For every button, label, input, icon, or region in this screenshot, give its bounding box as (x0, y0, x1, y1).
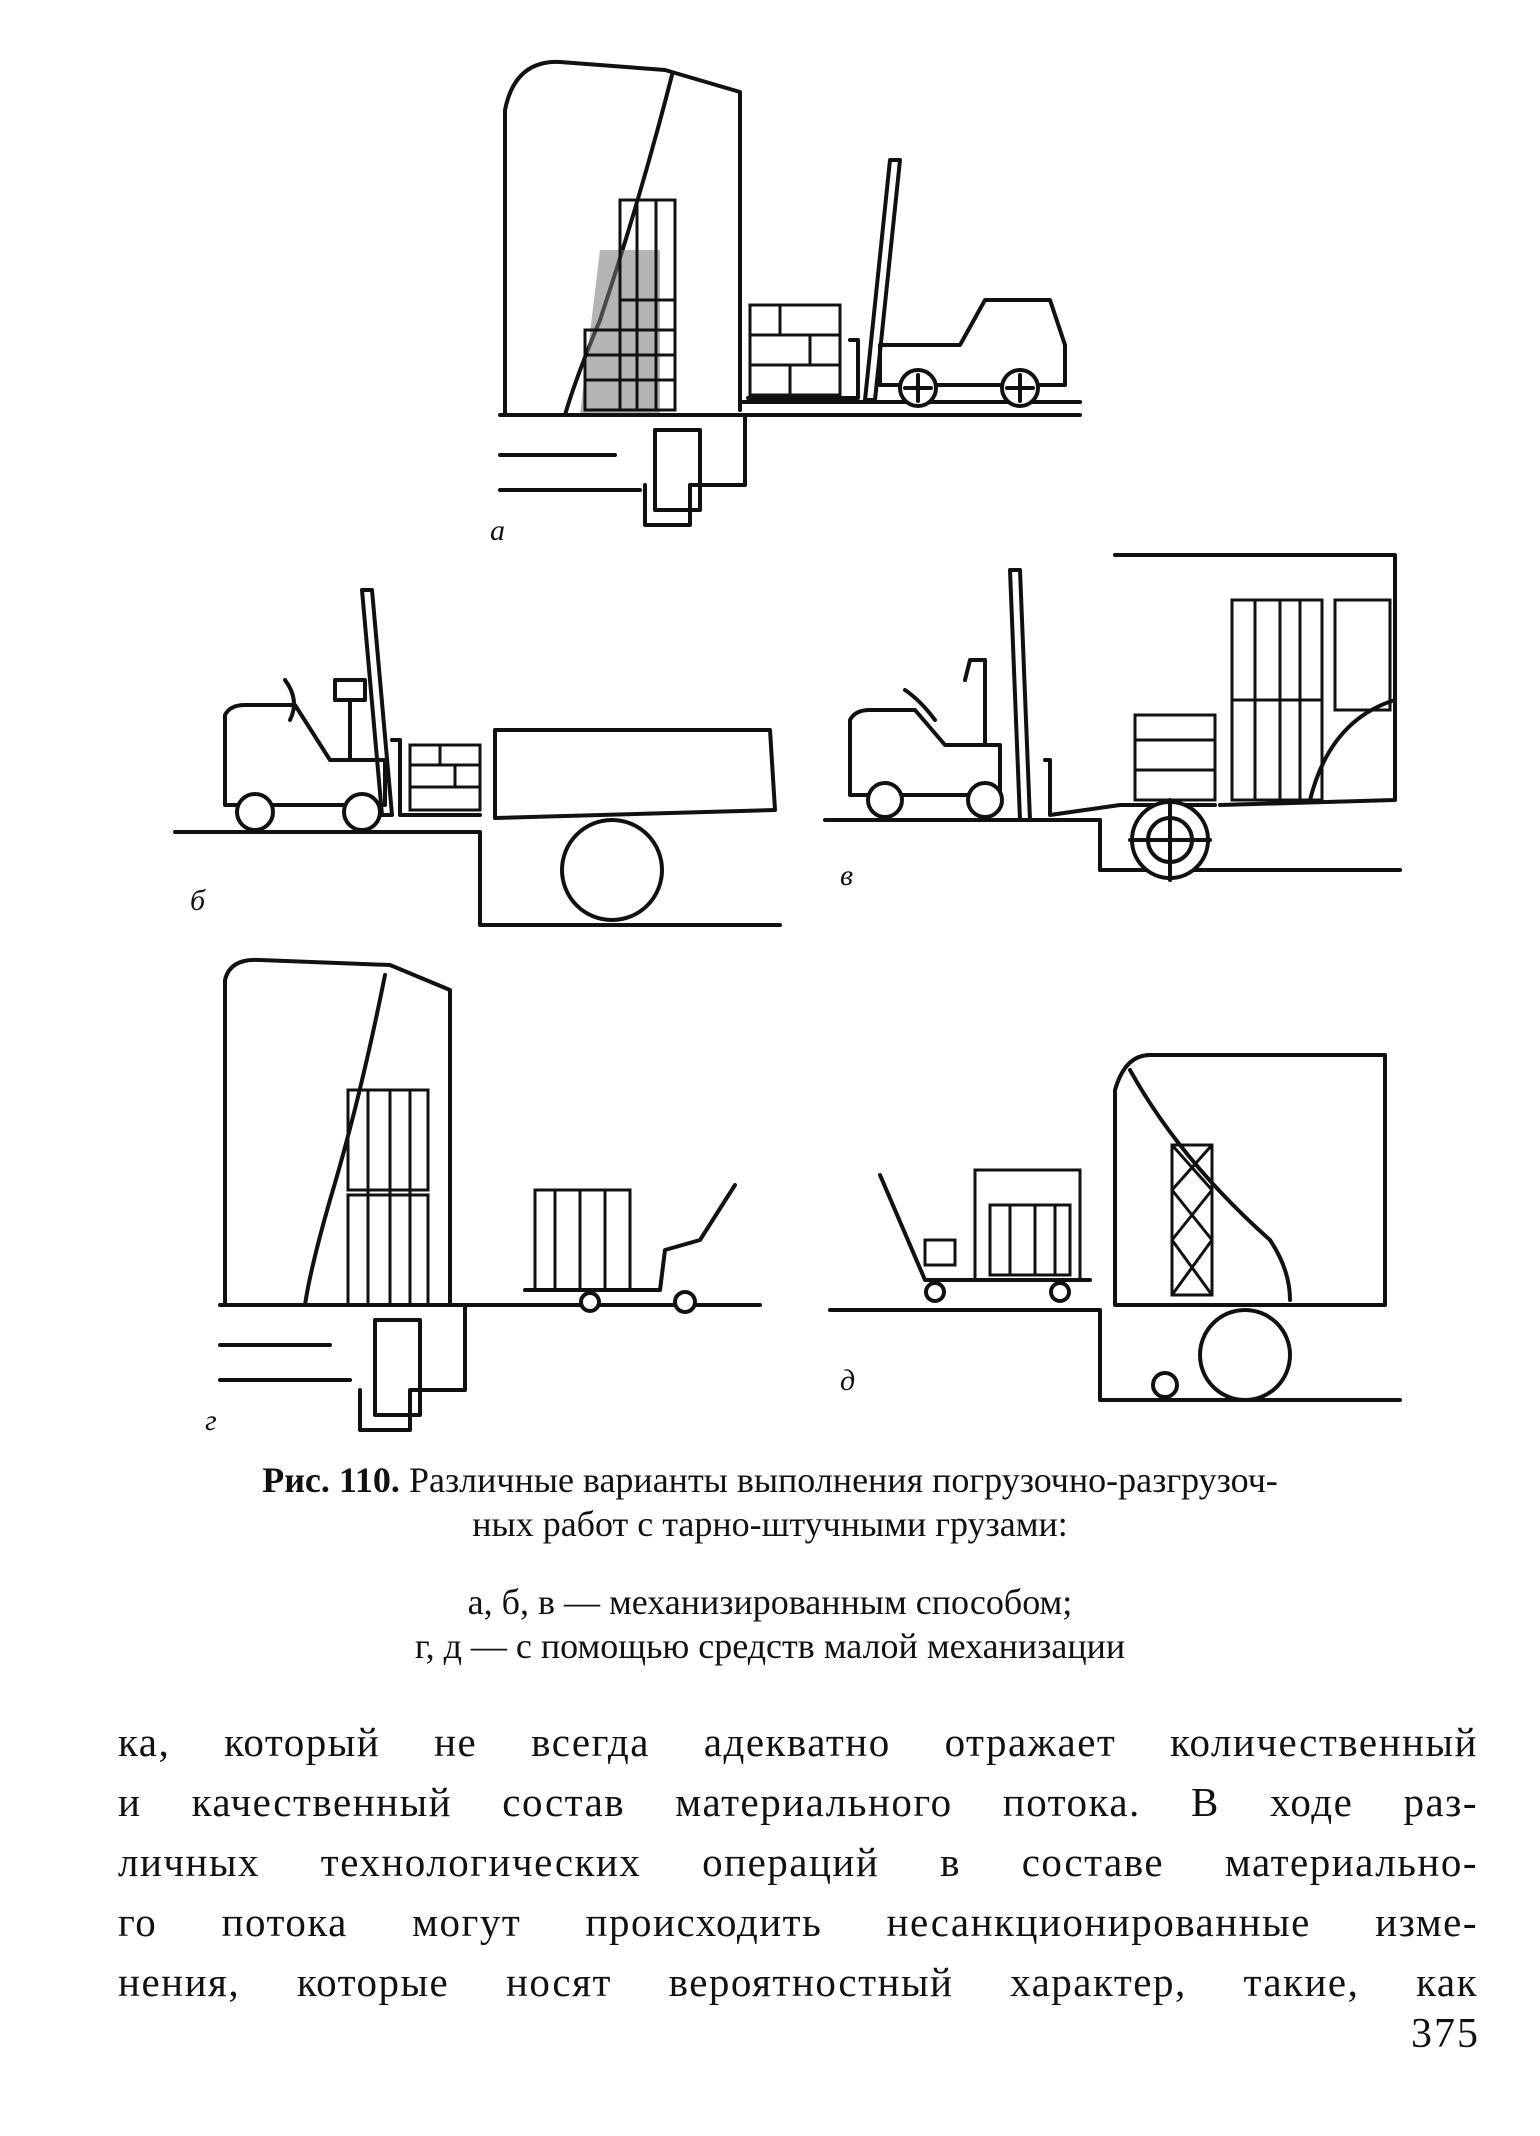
legend-line-1: а, б, в — механизированным способом; (467, 1582, 1073, 1622)
panel-d-label: д (840, 1364, 855, 1397)
legend-line-2: г, д — с помощью средств малой механизац… (414, 1626, 1126, 1666)
body-line-1: ка, который не всегда адекватно отражает… (118, 1719, 1478, 1765)
caption-title-line-2: ных работ с тарно-штучными грузами: (472, 1504, 1068, 1544)
figure-legend: а, б, в — механизированным способом; г, … (140, 1580, 1400, 1668)
figure-110-illustration: а б (173, 59, 1402, 1437)
figure-caption: Рис. 110. Различные варианты выполнения … (140, 1458, 1400, 1546)
body-paragraph: ка, который не всегда адекватно отражает… (118, 1712, 1478, 2012)
panel-v-label: в (840, 859, 853, 892)
panel-g-drawing: г (205, 957, 762, 1437)
panel-b-drawing: б (173, 588, 782, 927)
body-line-3: личных технологических операций в состав… (118, 1839, 1478, 1885)
panel-g-label: г (205, 1404, 217, 1437)
panel-a-drawing: а (490, 59, 1082, 547)
panel-d-drawing: д (828, 1053, 1402, 1402)
body-line-4: го потока могут происходить несанкционир… (118, 1899, 1478, 1945)
caption-title-line-1: Различные варианты выполнения погрузочно… (408, 1460, 1278, 1500)
body-line-5: нения, которые носят вероятностный харак… (118, 1959, 1478, 2005)
caption-number: Рис. 110. (262, 1460, 400, 1500)
panel-b-label: б (190, 884, 206, 917)
panel-a-label: а (490, 514, 505, 547)
page-number: 375 (1411, 2011, 1480, 2057)
panel-v-drawing: в (823, 553, 1402, 892)
body-line-2: и качественный состав материального пото… (118, 1779, 1478, 1825)
